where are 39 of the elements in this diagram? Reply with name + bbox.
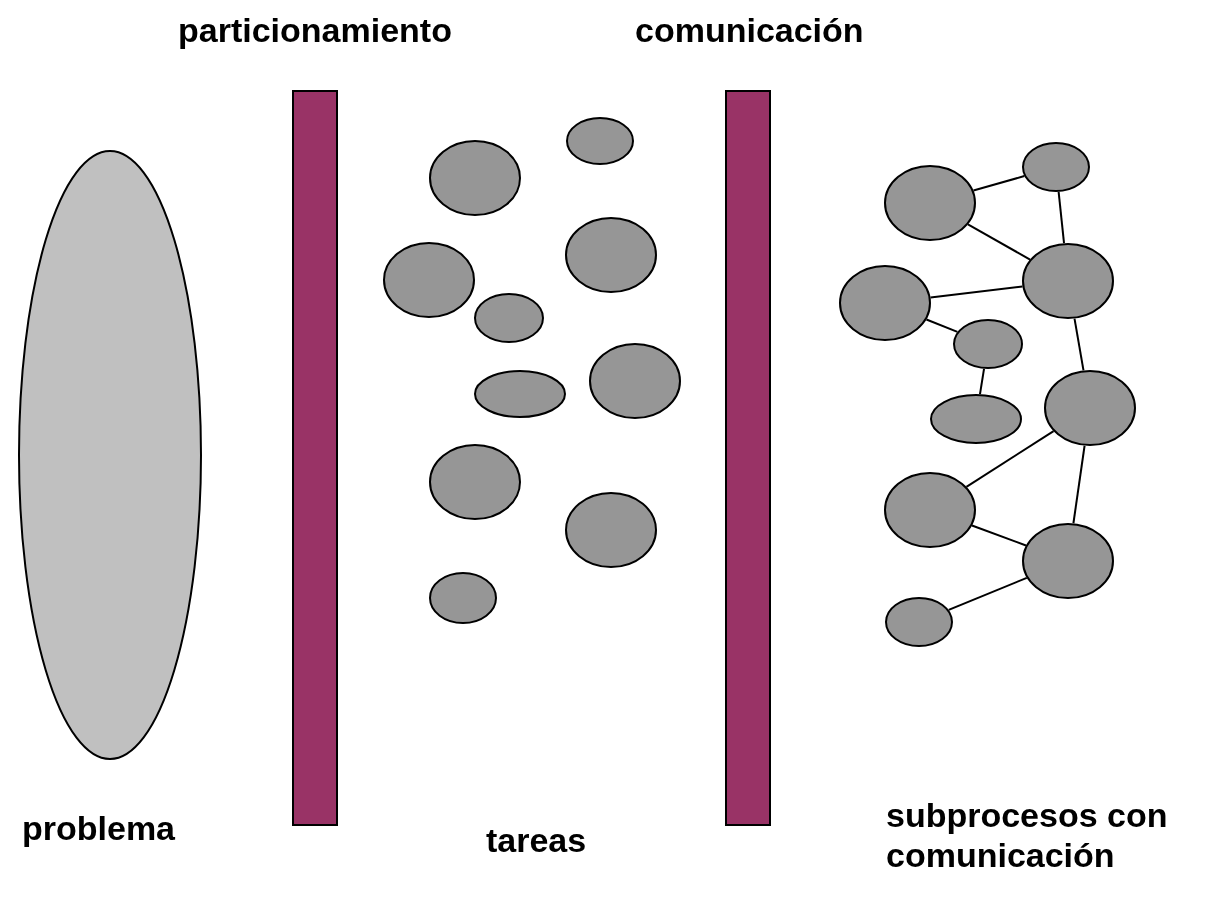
process-ellipse bbox=[884, 472, 976, 548]
connector-line bbox=[972, 175, 1026, 192]
process-ellipse bbox=[884, 165, 976, 241]
step-heading: comunicación bbox=[635, 10, 864, 50]
connector-line bbox=[929, 285, 1024, 299]
connector-line bbox=[1057, 190, 1065, 245]
divider-bar bbox=[725, 90, 771, 826]
stage-caption: problema bbox=[22, 808, 176, 848]
connector-line bbox=[947, 576, 1028, 611]
connector-line bbox=[966, 223, 1032, 261]
stage-caption: tareas bbox=[486, 820, 587, 860]
task-ellipse bbox=[429, 444, 521, 520]
task-ellipse bbox=[565, 217, 657, 293]
divider-bar bbox=[292, 90, 338, 826]
step-heading: particionamiento bbox=[178, 10, 452, 50]
process-ellipse bbox=[1044, 370, 1136, 446]
process-ellipse bbox=[1022, 243, 1114, 319]
connector-line bbox=[925, 318, 959, 333]
stage-caption: subprocesos con comunicación bbox=[886, 795, 1169, 875]
process-ellipse bbox=[930, 394, 1022, 444]
task-ellipse bbox=[474, 370, 566, 418]
process-ellipse bbox=[885, 597, 953, 647]
task-ellipse bbox=[566, 117, 634, 165]
connector-line bbox=[979, 367, 986, 396]
task-ellipse bbox=[429, 140, 521, 216]
process-ellipse bbox=[1022, 523, 1114, 599]
problem-ellipse bbox=[18, 150, 202, 760]
task-ellipse bbox=[589, 343, 681, 419]
process-ellipse bbox=[839, 265, 931, 341]
task-ellipse bbox=[565, 492, 657, 568]
task-ellipse bbox=[474, 293, 544, 343]
task-ellipse bbox=[429, 572, 497, 624]
connector-line bbox=[965, 430, 1055, 488]
task-ellipse bbox=[383, 242, 475, 318]
connector-line bbox=[971, 524, 1027, 547]
process-ellipse bbox=[1022, 142, 1090, 192]
connector-line bbox=[1073, 317, 1085, 372]
connector-line bbox=[1072, 444, 1086, 525]
process-ellipse bbox=[953, 319, 1023, 369]
